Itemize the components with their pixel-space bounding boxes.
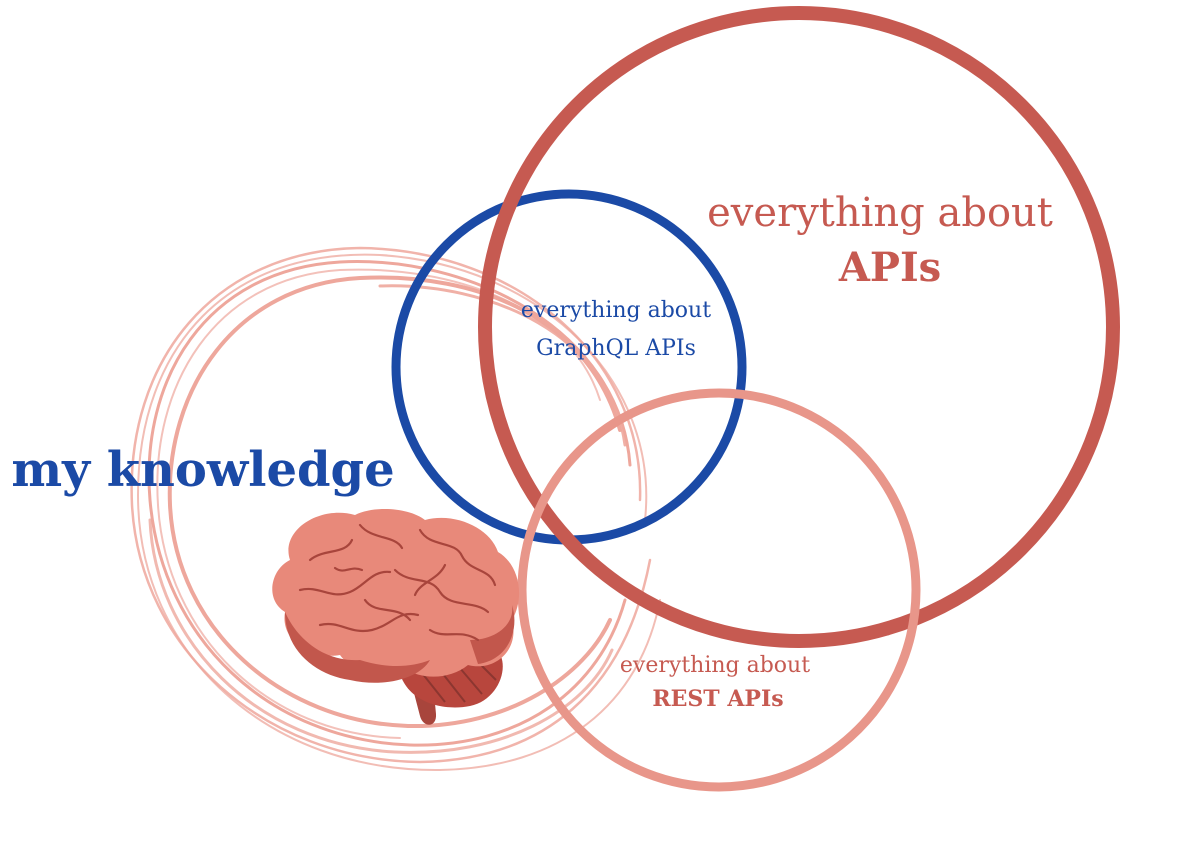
knowledge-swirl xyxy=(130,246,661,772)
graphql-label-line2: GraphQL APIs xyxy=(536,336,696,361)
apis-circle xyxy=(478,6,1120,648)
graphql-label-line1: everything about xyxy=(521,298,711,323)
rest-label-line2: REST APIs xyxy=(652,686,783,712)
apis-label-line1: everything about xyxy=(707,190,1053,236)
knowledge-label: my knowledge xyxy=(11,442,394,498)
apis-label-line2: APIs xyxy=(838,244,941,291)
graphql-circle xyxy=(391,189,747,545)
rest-label-line1: everything about xyxy=(620,653,810,678)
brain-icon xyxy=(272,508,520,725)
rest-circle xyxy=(517,388,921,792)
